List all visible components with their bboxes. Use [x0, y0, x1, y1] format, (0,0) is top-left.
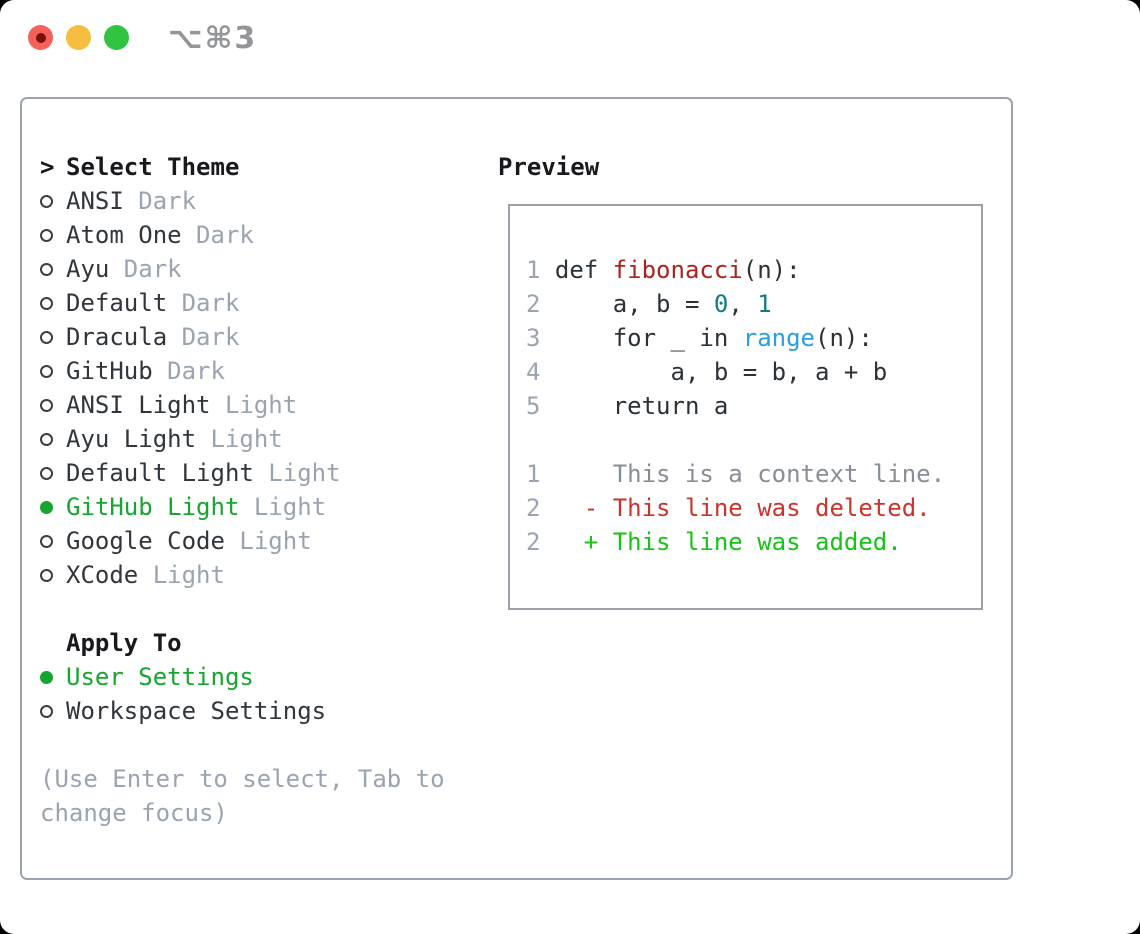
apply-option-label: Workspace Settings: [66, 697, 327, 725]
spacer: [40, 728, 488, 762]
theme-option-label: GitHub Light Light: [66, 493, 327, 521]
theme-option-google-code[interactable]: Google Code Light: [40, 524, 488, 558]
diff-preview: 1 This is a context line. 2 - This line w…: [526, 457, 971, 559]
radio-unselected-icon: [40, 364, 53, 378]
theme-option-xcode[interactable]: XCode Light: [40, 558, 488, 592]
theme-option-ayu[interactable]: Ayu Dark: [40, 252, 488, 286]
theme-option-label: XCode Light: [66, 561, 225, 589]
zoom-button[interactable]: [104, 25, 129, 50]
apply-to-label: Apply To: [66, 629, 182, 657]
theme-option-label: Ayu Light Light: [66, 425, 283, 453]
titlebar: ⌥⌘3: [0, 0, 1140, 97]
code-line: 1 def fibonacci(n):: [526, 256, 801, 284]
theme-option-dracula[interactable]: Dracula Dark: [40, 320, 488, 354]
window-title: ⌥⌘3: [168, 21, 258, 56]
radio-unselected-icon: [40, 228, 53, 242]
preview-column: Preview 1 def fibonacci(n): 2 a, b = 0, 1…: [488, 150, 1011, 878]
radio-unselected-icon: [40, 568, 53, 582]
radio-selected-icon: [40, 500, 53, 514]
spacer: [526, 423, 971, 457]
theme-option-label: Default Dark: [66, 289, 240, 317]
radio-unselected-icon: [40, 704, 53, 718]
diff-line-context: 1 This is a context line.: [526, 460, 946, 488]
preview-box: 1 def fibonacci(n): 2 a, b = 0, 1 3 for _ …: [508, 204, 983, 610]
radio-unselected-icon: [40, 432, 53, 446]
theme-option-label: Atom One Dark: [66, 221, 254, 249]
code-line: 5 return a: [526, 392, 729, 420]
minimize-button[interactable]: [66, 25, 91, 50]
select-theme-header: > Select Theme: [40, 150, 488, 184]
theme-option-ayu-light[interactable]: Ayu Light Light: [40, 422, 488, 456]
close-button[interactable]: [28, 25, 53, 50]
theme-option-label: Google Code Light: [66, 527, 312, 555]
code-line: 3 for _ in range(n):: [526, 324, 873, 352]
diff-line-deleted: 2 - This line was deleted.: [526, 494, 931, 522]
theme-option-atom-one[interactable]: Atom One Dark: [40, 218, 488, 252]
theme-option-ansi[interactable]: ANSI Dark: [40, 184, 488, 218]
theme-option-ansi-light[interactable]: ANSI Light Light: [40, 388, 488, 422]
apply-to-header: Apply To: [40, 626, 488, 660]
radio-unselected-icon: [40, 466, 53, 480]
theme-option-label: GitHub Dark: [66, 357, 225, 385]
hint-text: (Use Enter to select, Tab to change focu…: [40, 765, 445, 827]
radio-unselected-icon: [40, 398, 53, 412]
radio-unselected-icon: [40, 296, 53, 310]
diff-line-added: 2 + This line was added.: [526, 528, 902, 556]
radio-unselected-icon: [40, 330, 53, 344]
select-theme-label: Select Theme: [66, 153, 240, 181]
theme-option-default[interactable]: Default Dark: [40, 286, 488, 320]
code-line: 4 a, b = b, a + b: [526, 358, 888, 386]
close-dot-icon: [35, 32, 46, 43]
radio-selected-icon: [40, 670, 53, 684]
radio-unselected-icon: [40, 534, 53, 548]
apply-option-user-settings[interactable]: User Settings: [40, 660, 488, 694]
theme-option-default-light[interactable]: Default Light Light: [40, 456, 488, 490]
theme-option-label: ANSI Dark: [66, 187, 197, 215]
traffic-lights: [28, 25, 129, 50]
radio-unselected-icon: [40, 194, 53, 208]
radio-unselected-icon: [40, 262, 53, 276]
code-preview: 1 def fibonacci(n): 2 a, b = 0, 1 3 for _ …: [526, 253, 971, 423]
apply-option-label: User Settings: [66, 663, 254, 691]
apply-option-workspace-settings[interactable]: Workspace Settings: [40, 694, 488, 728]
code-line: 2 a, b = 0, 1: [526, 290, 772, 318]
cursor-indicator: >: [40, 153, 55, 181]
theme-option-github-light[interactable]: GitHub Light Light: [40, 490, 488, 524]
theme-option-label: Dracula Dark: [66, 323, 240, 351]
theme-option-github[interactable]: GitHub Dark: [40, 354, 488, 388]
theme-option-label: ANSI Light Light: [66, 391, 298, 419]
spacer: [40, 592, 488, 626]
theme-option-label: Ayu Dark: [66, 255, 182, 283]
preview-label: Preview: [498, 153, 600, 181]
theme-option-label: Default Light Light: [66, 459, 341, 487]
